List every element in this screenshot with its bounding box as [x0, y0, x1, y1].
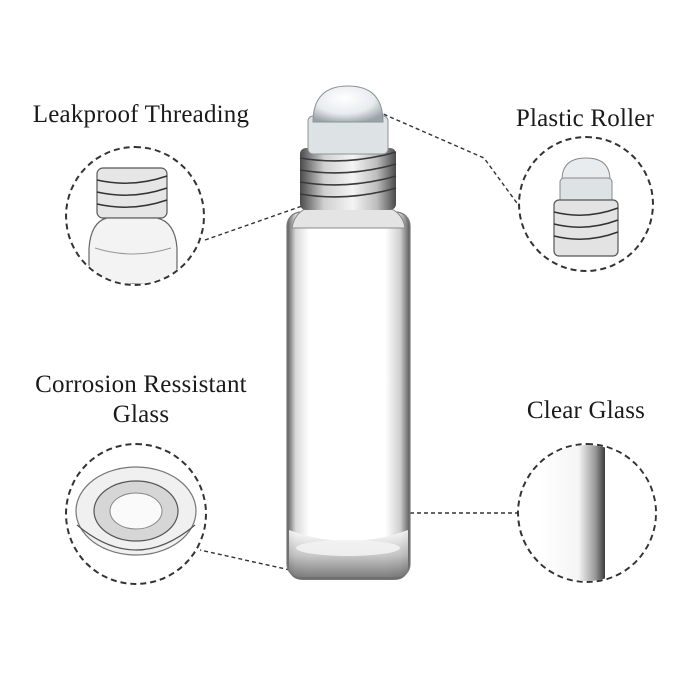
corrosion-label-line-2: Glass [112, 401, 170, 428]
corrosion-resistant-glass-label: Corrosion Ressistant Glass [18, 370, 264, 430]
corrosion-resistant-glass-callout [65, 443, 207, 585]
glass-wall-icon [539, 445, 655, 581]
corrosion-label-line-1: Corrosion Ressistant [35, 371, 247, 398]
thread-detail-icon [88, 167, 178, 284]
roller-ball-icon [553, 157, 619, 257]
leakproof-threading-label: Leakproof Threading [32, 101, 250, 128]
plastic-roller-label: Plastic Roller [515, 105, 655, 132]
clear-glass-callout [517, 443, 657, 583]
bottle-base-icon [75, 466, 197, 556]
plastic-roller-callout [518, 136, 654, 272]
clear-glass-label: Clear Glass [526, 397, 646, 424]
leakproof-threading-callout [65, 146, 205, 286]
